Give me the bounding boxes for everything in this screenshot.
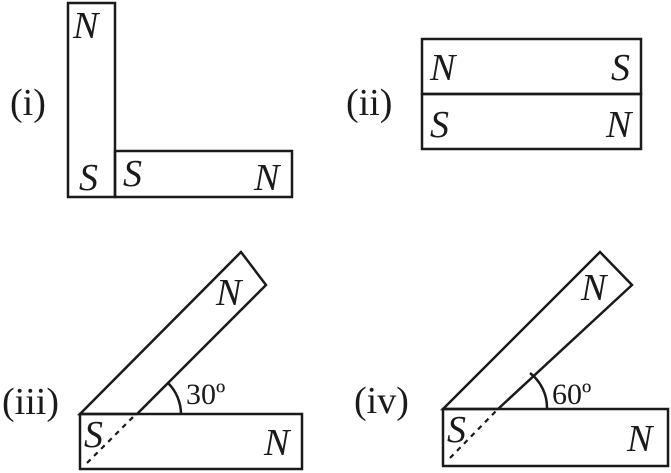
figure-iv: (iv) 60º S N N (354, 250, 670, 468)
figure-ii: (ii) N S S N (346, 37, 643, 151)
figure-i-vertical-magnet (66, 1, 117, 199)
figure-iii-angle-label: 30º (186, 378, 225, 411)
figure-ii-top-north-pole: N (429, 47, 458, 89)
figure-i-horizontal-magnet (113, 149, 294, 199)
figure-iv-angle-arc (529, 372, 549, 410)
figure-iv-angle-label: 60º (552, 378, 591, 411)
figure-i-vertical-south-pole: S (79, 157, 98, 199)
figure-iv-inclined-magnet (439, 250, 634, 411)
figure-iv-dashed-extension (449, 409, 498, 459)
figure-iii: (iii) 30º S N N (2, 250, 304, 471)
figure-i-vertical-north-pole: N (72, 5, 101, 47)
figure-ii-bottom-south-pole: S (430, 104, 449, 146)
figure-iv-south-pole: S (447, 409, 466, 451)
figure-iii-horizontal-north-pole: N (263, 422, 292, 464)
figure-iii-dashed-extension (86, 413, 137, 464)
figure-iii-inclined-north-pole: N (215, 272, 244, 314)
figure-iii-inclined-magnet (76, 250, 268, 416)
figure-i-horizontal-south-pole: S (123, 153, 142, 195)
figure-iii-label: (iii) (2, 381, 59, 423)
figure-ii-label: (ii) (346, 82, 392, 124)
figure-iii-horizontal-magnet (78, 412, 304, 471)
figure-iv-label: (iv) (354, 380, 409, 422)
figure-iii-south-pole: S (84, 414, 103, 456)
figure-i-horizontal-north-pole: N (253, 157, 282, 199)
figure-iii-angle-arc (167, 382, 183, 415)
figure-iv-inclined-north-pole: N (580, 267, 609, 309)
figure-ii-bottom-north-pole: N (605, 104, 634, 146)
figure-i: (i) N S S N (10, 1, 294, 199)
figure-iv-horizontal-magnet (441, 407, 670, 468)
figure-i-label: (i) (10, 82, 46, 124)
figure-ii-bottom-magnet (420, 92, 643, 151)
figure-ii-top-south-pole: S (611, 47, 630, 89)
figure-iv-horizontal-north-pole: N (626, 418, 655, 460)
